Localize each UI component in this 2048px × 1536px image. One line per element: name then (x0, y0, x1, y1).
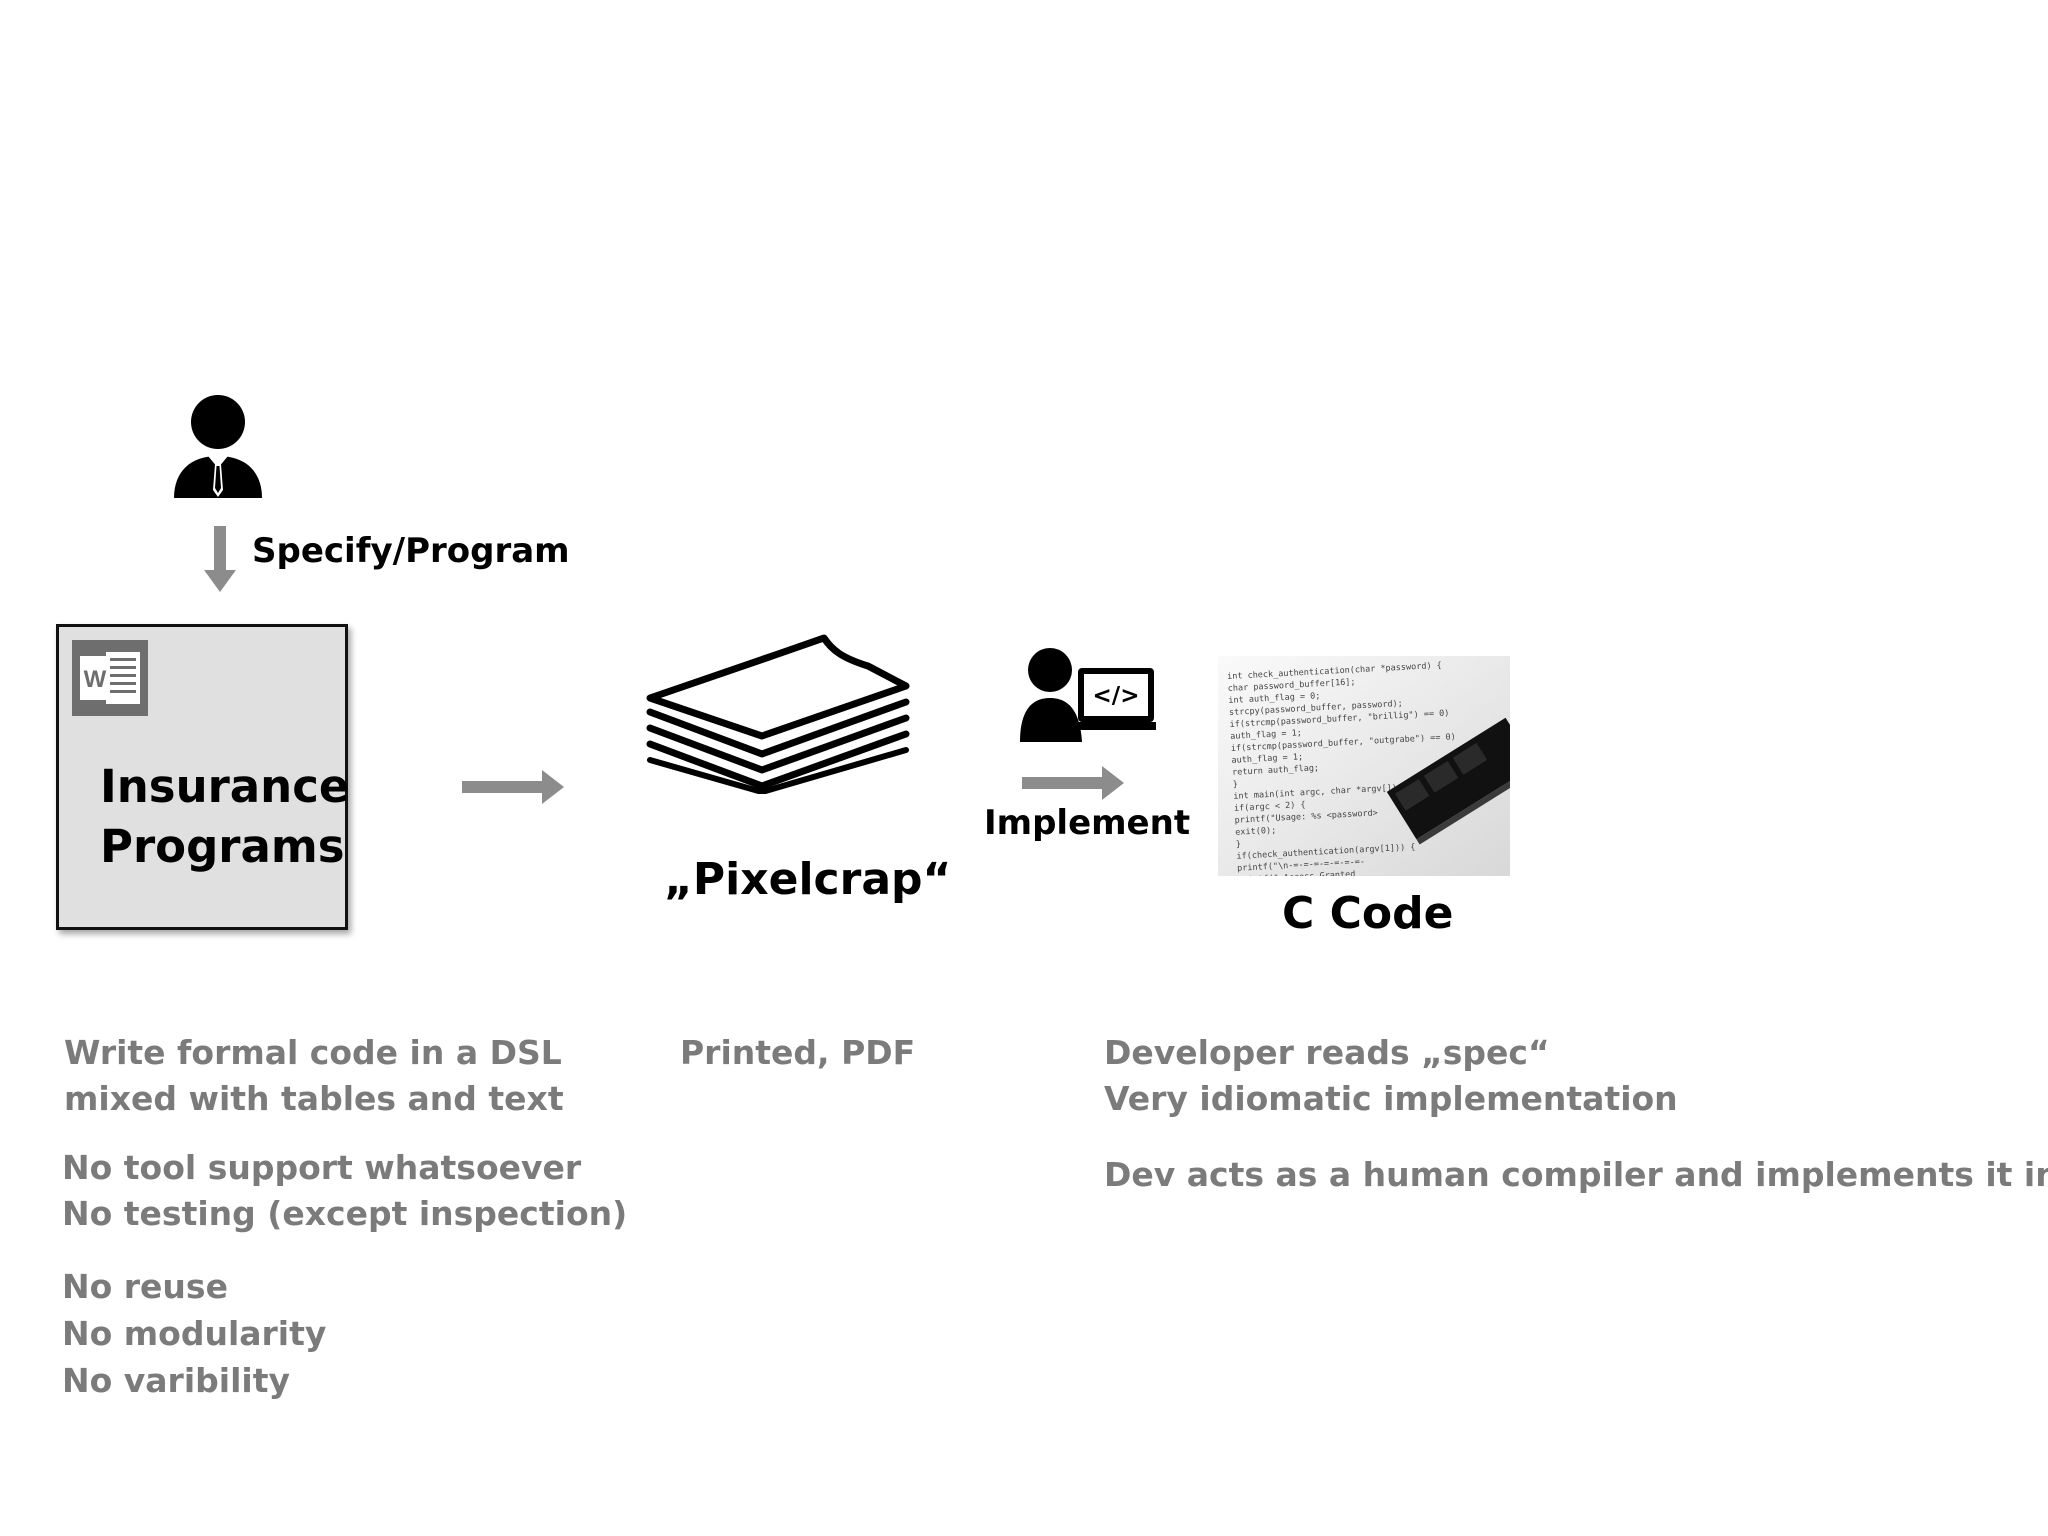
business-person-icon (174, 395, 262, 498)
word-icon-letter: W (84, 666, 107, 693)
implement-arrow (1022, 766, 1124, 800)
ccode-notes-spec: Developer reads „spec“ Very idiomatic im… (1104, 1033, 1678, 1118)
insurance-notes-reuse: No reuse No modularity No varibility (62, 1267, 327, 1400)
pixelcrap-notes: Printed, PDF (680, 1033, 916, 1072)
code-photo-line: auth_flag = 1; (1230, 728, 1302, 742)
pixelcrap-label: „Pixelcrap“ (664, 854, 952, 905)
code-photo-line: if(argc < 2) { (1234, 800, 1306, 814)
code-photo-line: } (1236, 840, 1242, 850)
code-photo-line: auth_flag = 1; (1231, 752, 1303, 766)
code-tag-text: </> (1093, 683, 1140, 709)
code-photo-line: exit(0); (1235, 826, 1276, 838)
code-photo-line: printf(" Access Granted (1238, 870, 1356, 876)
paper-stack-icon (646, 634, 910, 794)
word-document-icon: W (72, 640, 148, 716)
specify-label: Specify/Program (252, 531, 570, 571)
specify-down-arrow (204, 526, 236, 592)
insurance-notes-dsl: Write formal code in a DSL mixed with ta… (64, 1033, 564, 1118)
c-code-label: C Code (1282, 888, 1454, 939)
code-photo-line: int auth_flag = 0; (1228, 691, 1321, 706)
code-photo-line: } (1233, 780, 1239, 790)
right-arrow (462, 770, 564, 804)
code-photo-line: return auth_flag; (1232, 763, 1319, 778)
insurance-programs-title: Insurance Programs (100, 760, 350, 873)
insurance-notes-tooling: No tool support whatsoever No testing (e… (62, 1148, 628, 1233)
developer-code-icon: </> (1020, 648, 1156, 742)
implement-label: Implement (984, 803, 1191, 843)
ccode-notes-compiler: Dev acts as a human compiler and impleme… (1104, 1155, 2048, 1194)
c-code-photo: int check_authentication(char *password)… (1218, 656, 1510, 876)
